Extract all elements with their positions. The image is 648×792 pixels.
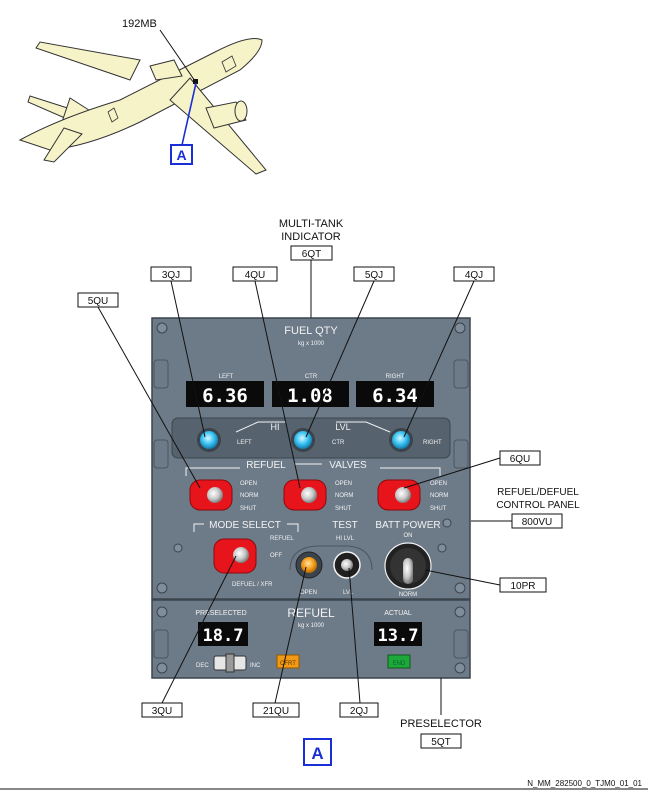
hi-label: HI xyxy=(271,422,280,432)
leader-line xyxy=(159,29,196,82)
refuel-panel: FUEL QTY kg x 1000 LEFT CTR RIGHT 6.36 1… xyxy=(151,317,471,679)
left-valve-open: OPEN xyxy=(240,481,257,487)
actual-display xyxy=(374,622,422,646)
callout-4qj: 4QJ xyxy=(465,270,483,281)
callout-10pr: 10PR xyxy=(510,581,535,592)
left-qty-display xyxy=(186,381,264,407)
hi-left-label: LEFT xyxy=(237,440,252,446)
ctr-qty-value: 1.08 xyxy=(287,385,333,407)
mode-select-label: MODE SELECT xyxy=(209,520,281,531)
cfrt-label: CFRT xyxy=(280,661,296,667)
right-valve-open: OPEN xyxy=(430,481,447,487)
right-valve-switch[interactable] xyxy=(377,479,421,511)
open-test-button[interactable] xyxy=(301,557,317,573)
callout-6qt: 6QT xyxy=(302,249,321,260)
end-label: END xyxy=(393,661,406,667)
callout-leaders xyxy=(97,280,512,715)
units-label: kg x 1000 xyxy=(298,341,325,347)
left-valve-norm: NORM xyxy=(240,493,258,499)
dec-label: DEC xyxy=(196,663,209,669)
preselector-label: PRESELECTOR xyxy=(400,718,482,730)
callout-5qt: 5QT xyxy=(431,737,450,748)
inc-label: INC xyxy=(250,663,261,669)
control-panel-label-2: CONTROL PANEL xyxy=(496,500,580,511)
refuel-valves-label-1: REFUEL xyxy=(246,460,286,471)
refuel-valves-label-2: VALVES xyxy=(329,460,367,471)
batt-power-label: BATT POWER xyxy=(375,520,440,531)
hi-ctr-label: CTR xyxy=(332,440,345,446)
ctr-display-label: CTR xyxy=(305,374,318,380)
callout-6qu: 6QU xyxy=(510,454,531,465)
left-hi-lvl-light xyxy=(200,431,218,449)
view-tag-bottom: A xyxy=(311,744,323,763)
cfrt-indicator xyxy=(276,654,300,669)
callout-5qu: 5QU xyxy=(88,296,109,307)
refuel-title: REFUEL xyxy=(287,606,335,620)
left-valve-switch[interactable] xyxy=(189,479,233,511)
mode-off-label: OFF xyxy=(270,553,282,559)
test-open-label: OPEN xyxy=(300,590,317,596)
batt-power-switch[interactable] xyxy=(384,542,432,590)
right-qty-display xyxy=(356,381,434,407)
zone-marker xyxy=(193,79,198,84)
callout-4qu: 4QU xyxy=(245,270,266,281)
callout-5qj: 5QJ xyxy=(365,270,383,281)
preselected-value: 18.7 xyxy=(203,626,244,646)
view-tag: A xyxy=(176,147,186,163)
airplane-locator xyxy=(18,38,267,175)
lvl-label: LVL xyxy=(335,422,350,432)
preselected-display xyxy=(198,622,248,646)
right-valve-norm: NORM xyxy=(430,493,448,499)
preselected-label: PRESELECTED xyxy=(195,610,246,617)
batt-on-label: ON xyxy=(404,533,413,539)
ctr-hi-lvl-light xyxy=(294,431,312,449)
callout-800vu: 800VU xyxy=(522,517,553,528)
actual-value: 13.7 xyxy=(378,626,419,646)
right-valve-shut: SHUT xyxy=(430,506,447,512)
zone-label: 192MB xyxy=(122,18,157,30)
test-lvl-label: LVL xyxy=(343,590,354,596)
dec-inc-switch[interactable] xyxy=(213,653,247,673)
lvl-test-button[interactable] xyxy=(341,559,353,571)
ctr-valve-open: OPEN xyxy=(335,481,352,487)
callout-21qu: 21QU xyxy=(263,706,289,717)
callout-3qu: 3QU xyxy=(152,706,173,717)
batt-norm-label: NORM xyxy=(399,592,417,598)
test-label: TEST xyxy=(332,520,358,531)
right-display-label: RIGHT xyxy=(386,374,405,380)
ctr-valve-switch[interactable] xyxy=(283,479,327,511)
left-valve-shut: SHUT xyxy=(240,506,257,512)
callout-boxes xyxy=(77,266,563,749)
right-qty-value: 6.34 xyxy=(372,385,418,407)
end-indicator xyxy=(387,654,411,669)
view-tag-box xyxy=(170,144,193,165)
left-qty-value: 6.36 xyxy=(202,385,248,407)
mode-defuel-label: DEFUEL / XFR xyxy=(232,582,273,588)
mode-refuel-label: REFUEL xyxy=(270,536,294,542)
refuel-units: kg x 1000 xyxy=(298,623,325,629)
view-leader xyxy=(181,82,197,146)
callout-2qj: 2QJ xyxy=(350,706,368,717)
ctr-valve-norm: NORM xyxy=(335,493,353,499)
ctr-valve-shut: SHUT xyxy=(335,506,352,512)
left-display-label: LEFT xyxy=(219,374,234,380)
ctr-qty-display xyxy=(272,381,349,407)
callout-3qj: 3QJ xyxy=(162,270,180,281)
fuel-qty-title: FUEL QTY xyxy=(284,325,338,337)
mode-select-switch[interactable] xyxy=(213,538,257,574)
hi-lvl-label: HI LVL xyxy=(336,536,355,542)
control-panel-label-1: REFUEL/DEFUEL xyxy=(497,487,579,498)
actual-label: ACTUAL xyxy=(384,610,412,617)
footer-ref: N_MM_282500_0_TJM0_01_01 xyxy=(527,779,642,788)
view-tag-box-bottom xyxy=(303,738,332,766)
hi-right-label: RIGHT xyxy=(423,440,442,446)
right-hi-lvl-light xyxy=(392,431,410,449)
indicator-title-2: INDICATOR xyxy=(281,231,341,243)
indicator-title-1: MULTI-TANK xyxy=(279,218,344,230)
